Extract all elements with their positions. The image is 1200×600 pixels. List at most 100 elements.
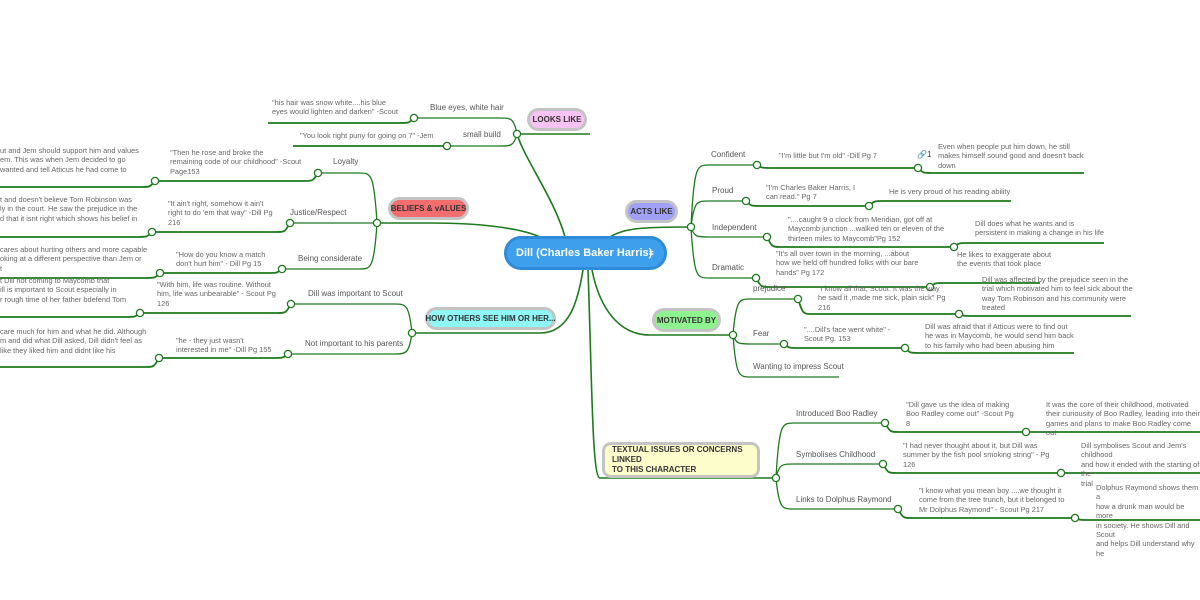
collapse-toggle[interactable]	[878, 459, 888, 469]
collapse-toggle[interactable]	[442, 141, 452, 151]
branch-prejudice[interactable]: prejudice	[753, 284, 786, 293]
branch-proud[interactable]: Proud	[712, 186, 734, 195]
quote-connector	[0, 180, 156, 188]
topic-collapse-toggle[interactable]	[372, 218, 382, 228]
note[interactable]: ut and Jem should support him and values…	[0, 146, 139, 174]
note[interactable]: cares about hurting others and more capa…	[0, 245, 148, 273]
topic-looks-like[interactable]: LOOKS LIKE	[527, 108, 587, 131]
quote[interactable]: "I know what you mean boy ....we thought…	[919, 486, 1065, 514]
collapse-toggle[interactable]	[751, 273, 761, 283]
collapse-toggle[interactable]	[793, 294, 803, 304]
note[interactable]: Dill was affected by the prejudice seen …	[982, 275, 1133, 313]
branch-introduced-boo-radley[interactable]: Introduced Boo Radley	[796, 409, 878, 418]
collapse-toggle[interactable]	[779, 339, 789, 349]
topic-textual-issues[interactable]: TEXTUAL ISSUES OR CONCERNS LINKED TO THI…	[602, 442, 760, 478]
branch-dramatic[interactable]: Dramatic	[712, 263, 745, 272]
branch-connector	[282, 222, 378, 270]
collapse-toggle[interactable]	[155, 268, 165, 278]
topic-collapse-toggle[interactable]	[771, 473, 781, 483]
quote[interactable]: "....caught 9 o clock from Meridian, got…	[788, 215, 945, 243]
collapse-toggle[interactable]	[154, 353, 164, 363]
collapse-toggle[interactable]	[913, 163, 923, 173]
central-topic[interactable]: Dill (Charles Baker Harris) ≡	[504, 236, 667, 270]
collapse-toggle[interactable]	[762, 232, 772, 242]
collapse-toggle[interactable]	[893, 504, 903, 514]
collapse-toggle[interactable]	[285, 218, 295, 228]
note[interactable]: Dill does what he wants and is persisten…	[975, 219, 1104, 238]
note[interactable]: t Dill not coming to Maycomb that ill is…	[0, 276, 126, 304]
topic-collapse-toggle[interactable]	[728, 330, 738, 340]
collapse-toggle[interactable]	[147, 227, 157, 237]
collapse-toggle[interactable]	[954, 309, 964, 319]
branch-blue-eyes[interactable]: Blue eyes, white hair	[430, 103, 504, 112]
collapse-toggle[interactable]	[150, 176, 160, 186]
branch-links-to-dolphus-raymond[interactable]: Links to Dolphus Raymond	[796, 495, 892, 504]
quote[interactable]: "....Dill's face went white" - Scout Pg.…	[804, 325, 891, 344]
branch-independent[interactable]: Independent	[712, 223, 757, 232]
collapse-toggle[interactable]	[409, 113, 419, 123]
topic-label: LOOKS LIKE	[532, 115, 582, 124]
note-icon[interactable]: ≡	[648, 248, 654, 258]
topic-how-others-see[interactable]: HOW OTHERS SEE HIM OR HER...	[425, 307, 556, 330]
quote[interactable]: "With him, life was routine. Without him…	[157, 280, 276, 308]
collapse-toggle[interactable]	[949, 242, 959, 252]
branch-symbolises-childhood[interactable]: Symbolises Childhood	[796, 450, 876, 459]
note[interactable]: care much for him and what he did. Altho…	[0, 327, 147, 355]
topic-motivated-by[interactable]: MOTIVATED BY	[652, 308, 721, 332]
topic-collapse-toggle[interactable]	[686, 222, 696, 232]
quote[interactable]: "You look right puny for going on 7" -Je…	[300, 131, 434, 140]
note[interactable]: It was the core of their childhood, moti…	[1046, 400, 1200, 438]
branch-small-build[interactable]: small build	[463, 130, 501, 139]
branch-being-considerate[interactable]: Being considerate	[298, 254, 363, 263]
branch-confident[interactable]: Confident	[711, 150, 746, 159]
branch-fear[interactable]: Fear	[753, 329, 770, 338]
collapse-toggle[interactable]	[925, 282, 935, 292]
quote[interactable]: "I'm Charles Baker Harris, I can read." …	[766, 183, 856, 202]
branch-wanting-to-impress-scout[interactable]: Wanting to impress Scout	[753, 362, 844, 371]
note[interactable]: He is very proud of his reading ability	[889, 187, 1011, 196]
root-connector-beliefs	[377, 222, 541, 238]
branch-not-important-to-parents[interactable]: Not important to his parents	[305, 339, 404, 348]
link-icon[interactable]: 🔗1	[917, 150, 932, 159]
collapse-toggle[interactable]	[1070, 513, 1080, 523]
collapse-toggle[interactable]	[1021, 427, 1031, 437]
topic-label: HOW OTHERS SEE HIM OR HER...	[425, 314, 556, 323]
branch-justice-respect[interactable]: Justice/Respect	[290, 208, 347, 217]
note[interactable]: Dill symbolises Scout and Jem's childhoo…	[1081, 441, 1200, 488]
quote[interactable]: "I know all that, Scout. It was the way …	[818, 284, 946, 312]
quote[interactable]: "Then he rose and broke the remaining co…	[170, 148, 302, 176]
collapse-toggle[interactable]	[1056, 468, 1066, 478]
collapse-toggle[interactable]	[880, 418, 890, 428]
topic-label: MOTIVATED BY	[656, 315, 717, 325]
topic-collapse-toggle[interactable]	[407, 328, 417, 338]
note[interactable]: Dill was afraid that if Atticus were to …	[925, 322, 1074, 350]
note[interactable]: Even when people put him down, he still …	[938, 142, 1084, 170]
quote[interactable]: "Dill gave us the idea of making Boo Rad…	[906, 400, 1014, 428]
branch-loyalty[interactable]: Loyalty	[333, 157, 359, 166]
quote[interactable]: "How do you know a match don't hurt him"…	[176, 250, 266, 269]
quote[interactable]: "he - they just wasn't interested in me"…	[176, 336, 272, 355]
collapse-toggle[interactable]	[864, 201, 874, 211]
quote[interactable]: "It ain't right, somehow it ain't right …	[168, 199, 273, 227]
quote[interactable]: "I had never thought about it, but Dill …	[903, 441, 1050, 469]
note[interactable]: t and doesn't believe Tom Robinson was l…	[0, 195, 138, 223]
branch-important-to-scout[interactable]: Dill was important to Scout	[308, 289, 403, 298]
collapse-toggle[interactable]	[135, 308, 145, 318]
note[interactable]: Dolphus Raymond shows them a how a drunk…	[1096, 483, 1199, 558]
quote[interactable]: "I'm little but I'm old" -Dill Pg 7	[779, 151, 878, 160]
collapse-toggle[interactable]	[277, 264, 287, 274]
collapse-toggle[interactable]	[741, 196, 751, 206]
collapse-toggle[interactable]	[900, 343, 910, 353]
note[interactable]: He likes to exaggerate about the events …	[957, 250, 1052, 269]
collapse-toggle[interactable]	[286, 299, 296, 309]
quote[interactable]: "It's all over town in the morning, ...a…	[776, 249, 919, 277]
topic-collapse-toggle[interactable]	[512, 129, 522, 139]
collapse-toggle[interactable]	[752, 160, 762, 170]
topic-beliefs-values[interactable]: BELIEFS & vALUES	[388, 197, 469, 220]
collapse-toggle[interactable]	[283, 349, 293, 359]
quote[interactable]: "his hair was snow white....his blue eye…	[272, 98, 398, 117]
collapse-toggle[interactable]	[313, 168, 323, 178]
topic-acts-like[interactable]: ACTS LIKE	[625, 200, 678, 223]
quote-connector	[0, 231, 153, 238]
quote-connector	[160, 268, 283, 274]
